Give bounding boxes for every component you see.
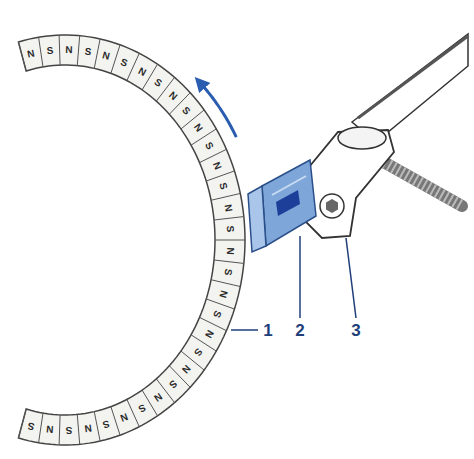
pole-divider [18, 409, 26, 438]
callout-number: 2 [295, 322, 304, 339]
pole-divider [127, 53, 139, 80]
hex-screw [320, 194, 344, 218]
pole-divider [211, 193, 240, 200]
pole-divider [59, 415, 61, 445]
pole-letter: N [222, 203, 233, 212]
pole-letter: S [66, 425, 73, 435]
pole-divider [200, 317, 227, 330]
pole-divider [111, 407, 120, 436]
callout-number: 1 [263, 322, 272, 339]
pole-divider [206, 171, 234, 181]
pole-divider [206, 299, 234, 309]
sensor-highlight [272, 176, 306, 195]
pole-letter: S [84, 46, 92, 57]
pole-divider [94, 412, 100, 441]
pole-divider [77, 36, 79, 66]
sensor-face [248, 186, 266, 252]
pole-divider [77, 414, 79, 444]
rotation-arrow [200, 82, 237, 137]
magnet-ring [18, 35, 245, 445]
callout-number: 3 [351, 322, 360, 339]
pole-divider [39, 37, 43, 67]
pole-divider [39, 413, 43, 443]
leader-line [299, 236, 301, 318]
pole-letter: N [84, 423, 93, 434]
cable [352, 34, 468, 142]
sensor-body [262, 160, 316, 246]
pole-divider [211, 280, 240, 287]
pole-divider [215, 240, 245, 241]
pole-letter: N [46, 424, 54, 435]
pole-letter: S [225, 225, 235, 232]
pole-divider [94, 39, 100, 68]
leader-line [231, 329, 258, 331]
pole-divider [111, 45, 120, 74]
sensor-chip [276, 190, 300, 216]
pole-divider [214, 217, 244, 220]
pole-divider [214, 260, 244, 263]
pole-letter: N [65, 45, 72, 55]
screw-thread [380, 160, 462, 206]
pole-letter: N [225, 247, 235, 255]
pole-divider [18, 42, 26, 71]
hex-socket [326, 199, 338, 213]
leader-line [346, 238, 356, 318]
pole-letter: S [46, 45, 54, 56]
cable-edge [358, 36, 468, 118]
pole-divider [59, 35, 61, 65]
pole-divider [200, 149, 227, 162]
ring-band [18, 35, 245, 445]
screw-rod [380, 160, 462, 206]
clamp-collar [338, 127, 386, 149]
